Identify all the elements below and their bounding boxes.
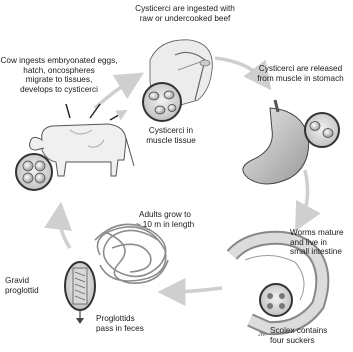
adult-worm-illustration: [95, 224, 168, 283]
stomach-magnifier: [305, 113, 339, 147]
egg-magnifier: [16, 154, 52, 190]
artist-signature: JW.: [258, 331, 266, 341]
cysticercus: [164, 91, 174, 99]
scolex-magnifier: [260, 284, 292, 316]
cysticercus: [168, 105, 176, 112]
arrow-stomach-to-intestine: [300, 170, 308, 222]
arrow-intestine-to-adults: [168, 288, 222, 292]
gravid-proglottid-magnifier: [65, 262, 95, 324]
label-cow: Cow ingests embryonated eggs, hatch, onc…: [0, 56, 118, 94]
label-scolex: Scolex contains four suckers: [270, 326, 350, 345]
label-muscle: Cysticerci in muscle tissue: [136, 126, 206, 145]
label-mature: Worms mature and live in small intestine: [290, 228, 352, 257]
arrow-adults-to-cow: [60, 212, 70, 248]
stomach-illustration: [243, 100, 339, 184]
cysticercus: [155, 106, 165, 114]
cow-illustration: [16, 104, 134, 190]
cysticercus: [149, 92, 159, 100]
label-ingest: Cysticerci are ingested with raw or unde…: [120, 4, 250, 23]
label-release: Cysticerci are released from muscle in s…: [248, 64, 353, 83]
muscle-tissue-magnifier: [143, 83, 181, 121]
label-feces: Proglottids pass in feces: [96, 314, 166, 333]
label-gravid: Gravid proglottid: [5, 276, 65, 295]
label-adults: Adults grow to ~ 10 m in length: [120, 210, 210, 229]
